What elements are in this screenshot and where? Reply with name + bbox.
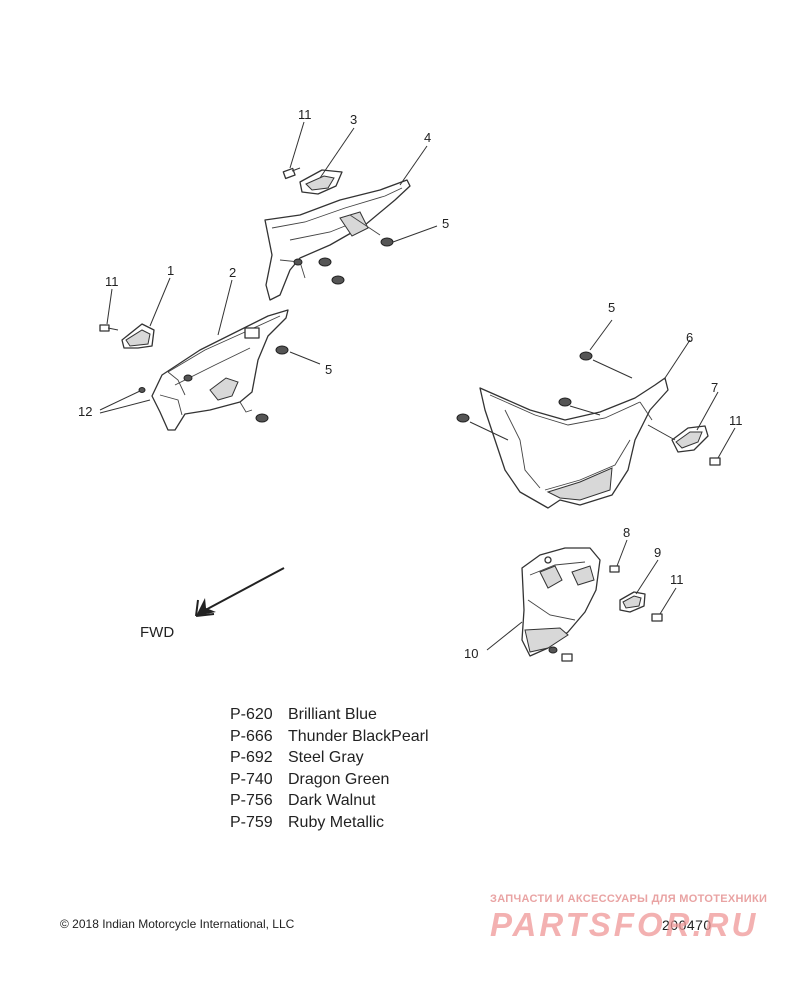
paint-code-row: P-740 Dragon Green — [230, 769, 490, 791]
callout-5-left: 5 — [325, 362, 332, 377]
paint-code-row: P-756 Dark Walnut — [230, 790, 490, 812]
bolt-11-lower — [651, 613, 663, 622]
callout-1: 1 — [167, 263, 174, 278]
bolt-lower-10 — [548, 646, 573, 662]
bolt-11-top — [282, 167, 301, 180]
callout-9: 9 — [654, 545, 661, 560]
callout-8: 8 — [623, 525, 630, 540]
nut-5-right-c — [456, 413, 470, 423]
paint-name: Dark Walnut — [288, 792, 376, 810]
paint-code-row: P-692 Steel Gray — [230, 747, 490, 769]
bolt-11-right — [709, 457, 721, 466]
paint-name: Brilliant Blue — [288, 706, 377, 723]
paint-name: Steel Gray — [288, 749, 364, 767]
nut-5-a — [380, 237, 394, 247]
paint-name: Dragon Green — [288, 770, 390, 788]
callout-6: 6 — [686, 330, 693, 345]
paint-code: P-756 — [230, 792, 273, 810]
paint-code: P-740 — [230, 770, 273, 788]
bolt-11-left — [99, 324, 119, 332]
callout-2: 2 — [229, 265, 236, 280]
paint-code: P-692 — [230, 749, 273, 767]
fastener-12 — [138, 387, 146, 393]
fwd-label: FWD — [140, 624, 174, 641]
callout-7: 7 — [711, 380, 718, 395]
bolt-8 — [609, 565, 620, 573]
watermark-logo: PARTSFOR.RU — [490, 906, 759, 943]
callout-11-right: 11 — [729, 413, 743, 428]
part-group-lower: 8 9 11 10 — [464, 525, 684, 662]
paint-name: Ruby Metallic — [288, 813, 385, 831]
part-2-side-cover — [151, 309, 289, 431]
callout-5-top: 5 — [442, 216, 449, 231]
forward-direction-arrow: FWD — [140, 567, 285, 641]
callout-4: 4 — [424, 130, 431, 145]
callout-5-right: 5 — [608, 300, 615, 315]
part-4-bracket — [264, 179, 411, 301]
nut-5-right-a — [579, 351, 593, 361]
callout-12: 12 — [78, 404, 92, 419]
paint-code-row: P-666 Thunder BlackPearl — [230, 726, 490, 748]
nut-5-c — [331, 275, 345, 285]
paint-code-row: P-759 Ruby Metallic — [230, 812, 490, 834]
nut-5-right-b — [558, 397, 572, 407]
part-group-left: 11 1 2 5 12 — [78, 263, 332, 431]
copyright-notice: © 2018 Indian Motorcycle International, … — [60, 917, 295, 931]
nut-5-b — [318, 257, 332, 267]
paint-code: P-666 — [230, 727, 273, 745]
nut-5-lower — [255, 413, 269, 423]
nut-5-left — [275, 345, 289, 355]
callout-3: 3 — [350, 112, 357, 127]
paint-code: P-759 — [230, 813, 273, 831]
watermark-tagline: ЗАПЧАСТИ И АКСЕССУАРЫ ДЛЯ МОТОТЕХНИКИ — [490, 893, 768, 905]
paint-name: Thunder BlackPearl — [288, 727, 429, 745]
paint-code: P-620 — [230, 706, 273, 723]
callout-11-top: 11 — [298, 107, 312, 122]
callout-10: 10 — [464, 646, 478, 661]
paint-code-row: P-620 Brilliant Blue — [230, 704, 490, 726]
diagram-number: 200470 — [662, 917, 712, 933]
callout-11-left: 11 — [105, 274, 119, 289]
part-group-right: 5 6 7 11 — [456, 300, 743, 509]
part-group-upper: 11 3 4 5 — [264, 107, 449, 301]
callout-11-lower: 11 — [670, 572, 684, 587]
